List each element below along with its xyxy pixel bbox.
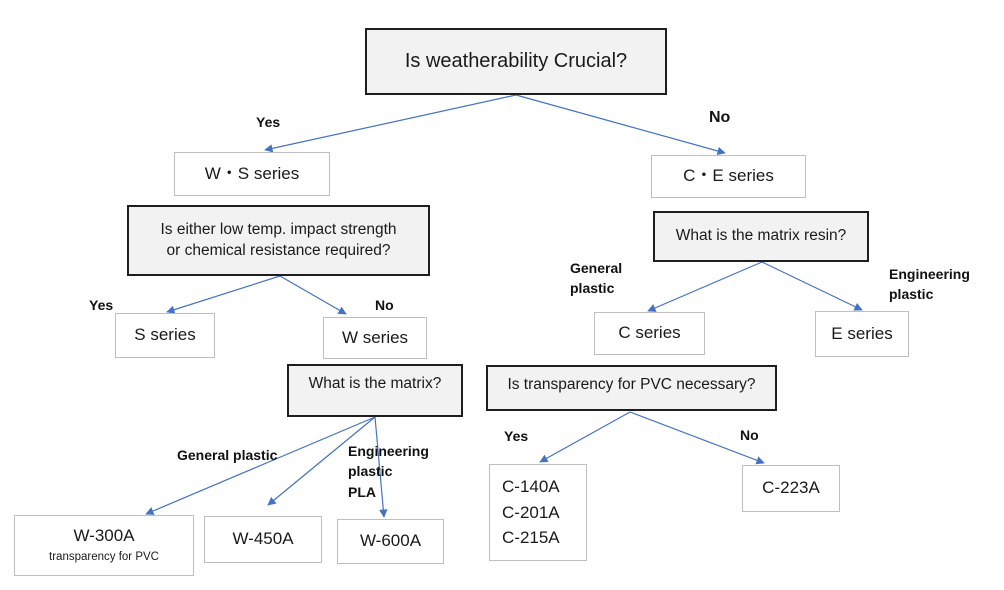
edge-label-resin-engineering-line-1: Engineering [889, 266, 970, 282]
question-weatherability: Is weatherability Crucial? [365, 28, 667, 95]
edge-label-lowtemp-no: No [375, 297, 394, 313]
result-ws-series-text: W・S series [204, 163, 300, 183]
edge-resin-engineering [761, 261, 863, 311]
edge-label-lowtemp-yes: Yes [89, 297, 114, 313]
edge-transparency-yes [539, 411, 631, 463]
result-c-group: C-140A C-201A C-215A [489, 464, 587, 561]
result-c223a: C-223A [742, 465, 840, 512]
result-ws-series: W・S series [174, 152, 330, 196]
edge-label-transparency-yes: Yes [504, 428, 529, 444]
result-w300a: W-300A transparency for PVC [14, 515, 194, 576]
result-w450a-text: W-450A [232, 529, 294, 549]
result-e-series: E series [815, 311, 909, 357]
result-w-series: W series [323, 317, 427, 359]
question-matrix-resin-text: What is the matrix resin? [675, 227, 847, 245]
edge-matrix-w600a [374, 416, 388, 518]
result-w600a: W-600A [337, 519, 444, 564]
result-w600a-text: W-600A [359, 531, 422, 551]
edge-matrix-w450a [267, 416, 376, 506]
result-s-series: S series [115, 313, 215, 358]
edge-label-matrix-general: General plastic [177, 447, 278, 463]
result-c140a: C-140A [502, 477, 560, 497]
question-weatherability-text: Is weatherability Crucial? [404, 50, 628, 72]
result-w450a: W-450A [204, 516, 322, 563]
edge-label-weatherability-yes: Yes [256, 114, 281, 130]
result-s-series-text: S series [134, 325, 196, 345]
question-matrix-resin: What is the matrix resin? [653, 211, 869, 262]
result-c-series: C series [594, 312, 705, 355]
edge-label-matrix-engineering-pla: Engineering plastic PLA [348, 441, 429, 502]
question-matrix-text: What is the matrix? [308, 375, 442, 392]
edge-label-weatherability-no: No [709, 109, 731, 126]
edge-lowtemp-no [279, 275, 347, 315]
edge-label-matrix-engineering-line-2: plastic [348, 463, 393, 480]
edge-label-resin-general: General plastic [570, 258, 622, 299]
edge-weatherability-no [515, 94, 726, 156]
result-c223a-text: C-223A [762, 478, 820, 498]
edge-label-matrix-engineering-line-3: PLA [348, 483, 376, 500]
result-c-series-text: C series [618, 323, 681, 343]
result-w-series-text: W series [341, 327, 409, 347]
question-low-temp-chemical: Is either low temp. impact strength or c… [127, 205, 430, 276]
result-ce-series-text: C・E series [683, 166, 774, 186]
edge-label-matrix-engineering-line-1: Engineering [348, 443, 429, 459]
question-matrix: What is the matrix? [287, 364, 463, 417]
edge-label-resin-engineering-line-2: plastic [889, 286, 934, 303]
question-low-temp-line-2: or chemical resistance required? [166, 241, 391, 259]
result-w300a-note: transparency for PVC [49, 551, 159, 564]
result-c215a: C-215A [502, 528, 560, 548]
edge-label-resin-engineering: Engineering plastic [889, 264, 970, 305]
edge-resin-general [647, 261, 763, 312]
edge-label-resin-general-line-2: plastic [570, 280, 615, 297]
question-transparency-text: Is transparency for PVC necessary? [507, 376, 756, 393]
result-c201a: C-201A [502, 502, 560, 522]
result-ce-series: C・E series [651, 155, 806, 198]
question-low-temp-line-1: Is either low temp. impact strength [160, 220, 397, 238]
edge-lowtemp-yes [166, 275, 281, 314]
question-transparency: Is transparency for PVC necessary? [486, 365, 777, 411]
edge-label-resin-general-line-1: General [570, 260, 623, 276]
edge-label-transparency-no: No [740, 427, 759, 443]
result-w300a-name: W-300A [73, 526, 135, 546]
result-e-series-text: E series [831, 323, 893, 343]
edge-weatherability-yes [264, 94, 517, 153]
edge-matrix-w300a [145, 416, 376, 515]
edge-transparency-no [629, 411, 765, 465]
